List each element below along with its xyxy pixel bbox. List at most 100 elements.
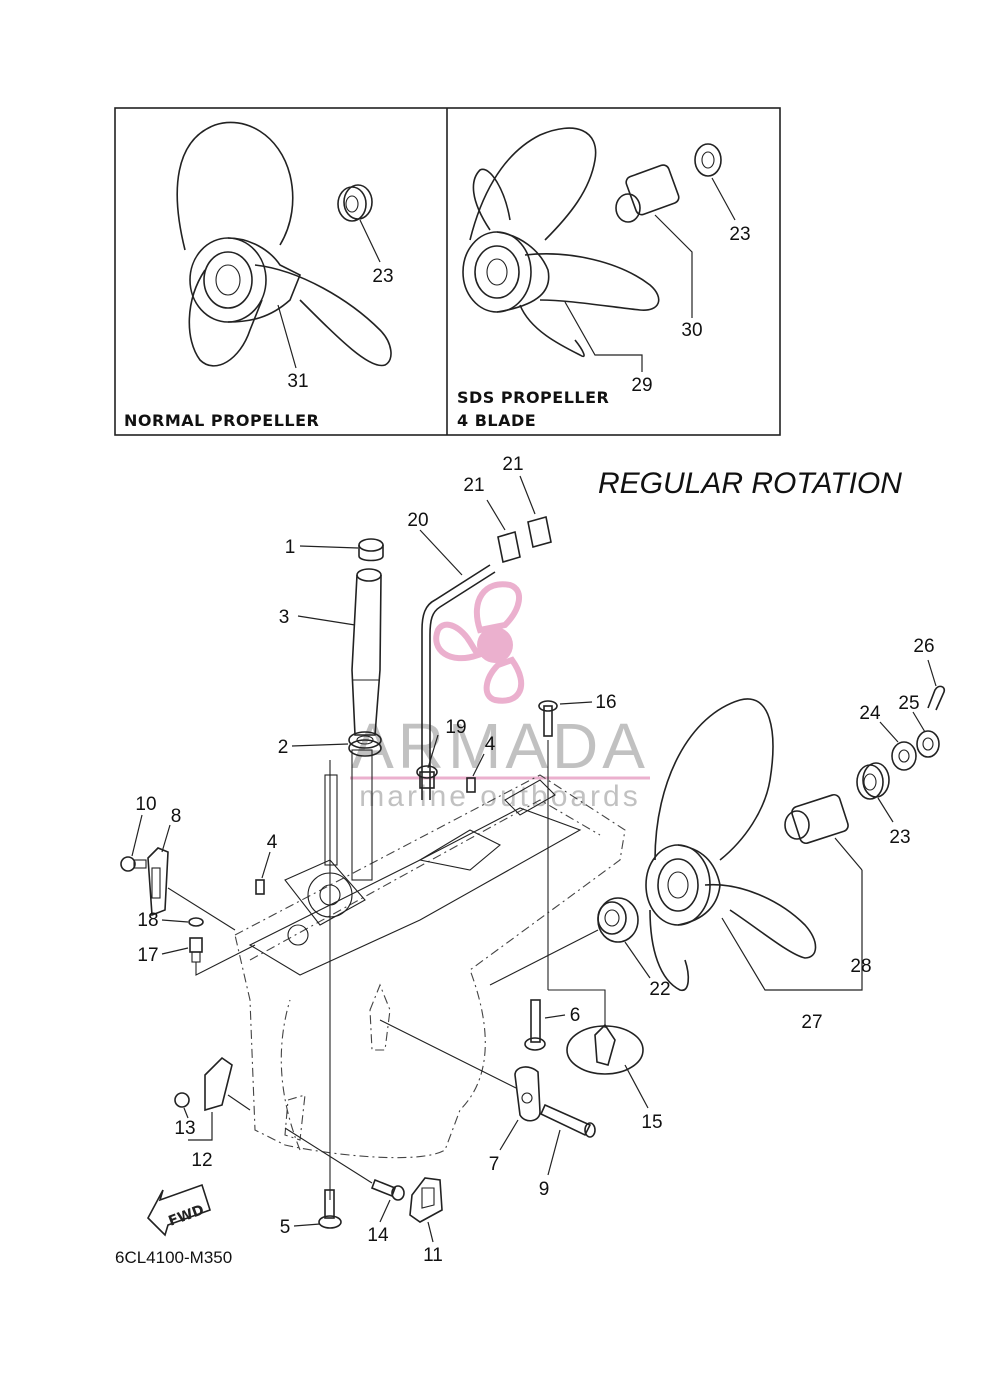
callout-5: 5 xyxy=(280,1217,291,1238)
part-17-plug-screw xyxy=(189,937,203,963)
diagram-code: 6CL4100-M350 xyxy=(115,1248,232,1267)
leader-9 xyxy=(547,1129,561,1176)
leader-19 xyxy=(427,734,439,769)
part-1-collar xyxy=(358,538,384,562)
inset-boxes xyxy=(114,107,781,436)
callout-27: 27 xyxy=(801,1012,822,1033)
part-26-cotter-pin xyxy=(927,685,946,711)
leader-5 xyxy=(293,1223,321,1227)
callout-4-top: 4 xyxy=(485,734,496,755)
callout-9: 9 xyxy=(539,1179,550,1200)
leader-4b xyxy=(261,851,271,879)
anode-7-link xyxy=(379,1019,517,1089)
bracket-12-link xyxy=(227,1094,251,1111)
leader-29 xyxy=(564,301,643,372)
leader-18 xyxy=(161,919,189,923)
callout-14: 14 xyxy=(367,1225,389,1246)
part-11-anode xyxy=(409,1177,443,1223)
leader-23-main xyxy=(877,797,894,823)
leader-24 xyxy=(879,721,899,743)
callout-23-sds: 23 xyxy=(729,224,750,245)
leader-26 xyxy=(927,659,937,687)
leader-20 xyxy=(419,529,463,576)
leader-21a xyxy=(486,499,506,531)
callout-24: 24 xyxy=(859,703,881,724)
callout-23-normal: 23 xyxy=(372,266,393,287)
callout-16: 16 xyxy=(595,692,616,713)
part-23-spacer-main xyxy=(856,762,890,800)
leader-16 xyxy=(559,701,593,705)
callout-22: 22 xyxy=(649,979,670,1000)
leader-6 xyxy=(544,1014,566,1019)
part-7-anode xyxy=(514,1066,541,1122)
leader-23-sds xyxy=(711,177,736,221)
leader-4a xyxy=(472,753,485,777)
part-20-shift-rod xyxy=(421,564,496,800)
leader-22 xyxy=(624,941,651,979)
callout-20: 20 xyxy=(407,510,428,531)
leader-31 xyxy=(277,304,297,369)
diagram-title: REGULAR ROTATION xyxy=(598,467,902,500)
callout-7: 7 xyxy=(489,1154,500,1175)
callout-15: 15 xyxy=(641,1112,662,1133)
callout-18: 18 xyxy=(137,910,158,931)
leader-23-normal xyxy=(359,219,381,263)
part-15-trim-tab-anode xyxy=(566,1023,644,1075)
part-12-bracket xyxy=(204,1056,233,1112)
callout-25: 25 xyxy=(898,693,919,714)
callout-26: 26 xyxy=(913,636,934,657)
sds-propeller-illustration xyxy=(462,127,722,358)
callout-2: 2 xyxy=(278,737,289,758)
leader-25 xyxy=(912,711,926,733)
callout-11: 11 xyxy=(423,1245,443,1266)
watermark-brand: ARMADA xyxy=(351,710,649,782)
part-16-bolt xyxy=(538,700,558,737)
callout-17: 17 xyxy=(137,945,158,966)
callout-23-main: 23 xyxy=(889,827,910,848)
part-18-oring xyxy=(188,917,204,927)
leader-14 xyxy=(379,1199,391,1223)
callout-13: 13 xyxy=(174,1118,195,1139)
callout-12: 12 xyxy=(191,1150,212,1171)
leader-10 xyxy=(131,814,143,857)
plug-17-link xyxy=(195,944,256,976)
part-28-hub xyxy=(784,793,849,845)
part-21-clips xyxy=(497,515,552,564)
callouts: 23 31 23 30 29 1 3 2 20 21 21 16 19 4 4 … xyxy=(135,224,934,1266)
bracket-8-link xyxy=(167,887,236,931)
part-6-bolt xyxy=(524,999,546,1051)
part-2-grommet xyxy=(348,731,382,757)
part-4-dowel-top xyxy=(466,777,476,793)
leader-21b xyxy=(519,475,536,515)
callout-6: 6 xyxy=(570,1005,581,1026)
propeller-logo-icon xyxy=(433,581,525,704)
fwd-arrow-icon: FWD xyxy=(147,1183,211,1237)
leader-15 xyxy=(624,1064,649,1109)
leader-13 xyxy=(183,1107,189,1119)
leader-11 xyxy=(427,1221,434,1243)
part-14-bolt xyxy=(370,1178,405,1201)
leader-27 xyxy=(721,870,863,991)
sds-propeller-label-line2: 4 BLADE xyxy=(457,411,536,430)
part-5-bolt xyxy=(318,1189,342,1229)
callout-1: 1 xyxy=(285,537,296,558)
part-8-bracket xyxy=(147,847,169,917)
armada-watermark: ARMADA marine outboards xyxy=(350,581,650,813)
callout-3: 3 xyxy=(279,607,290,628)
part-24-washer xyxy=(891,741,917,771)
part-13-nut xyxy=(174,1092,190,1108)
callout-4-left: 4 xyxy=(267,832,278,853)
callout-21-right: 21 xyxy=(502,454,523,475)
leader-1 xyxy=(299,545,359,549)
leader-3 xyxy=(297,615,356,626)
leader-2 xyxy=(291,743,349,747)
callout-8: 8 xyxy=(171,806,182,827)
callout-19: 19 xyxy=(445,717,466,738)
callout-31: 31 xyxy=(287,371,308,392)
normal-propeller-illustration xyxy=(176,121,392,367)
leader-7 xyxy=(499,1119,519,1151)
part-9-screw xyxy=(539,1103,596,1138)
part-22-seal xyxy=(597,897,639,943)
normal-propeller-label: NORMAL PROPELLER xyxy=(124,411,319,430)
